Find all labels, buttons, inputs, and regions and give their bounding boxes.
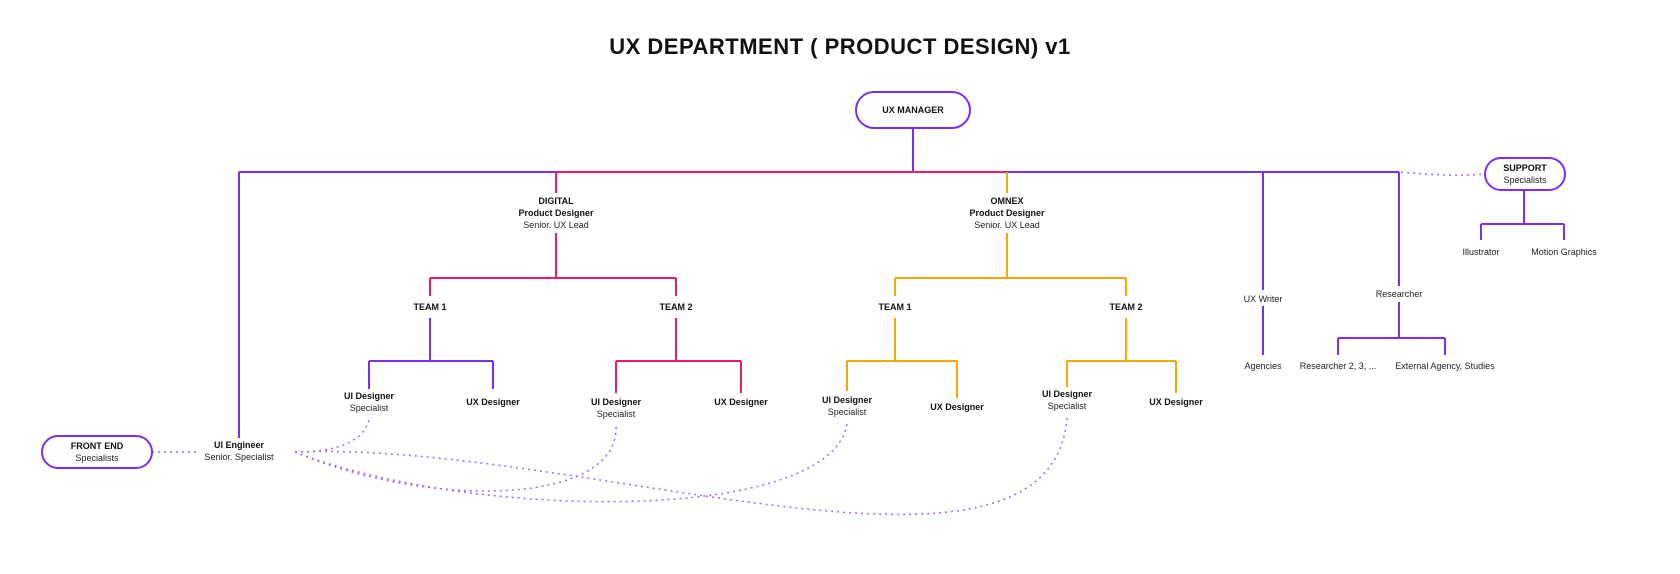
digital-level: Senior. UX Lead <box>523 220 589 230</box>
ux-manager-label: UX MANAGER <box>882 105 944 115</box>
support-sub: Specialists <box>1503 175 1547 185</box>
dotted-to-o1-ui <box>294 423 848 503</box>
digital-team1-label[interactable]: TEAM 1 <box>410 300 450 314</box>
omnex-team1-branch <box>846 318 958 398</box>
d2-ui-designer[interactable]: UI Designer Specialist <box>587 395 645 421</box>
d1-ui-designer-sub: Specialist <box>349 403 389 413</box>
illustrator-label: Illustrator <box>1459 245 1503 259</box>
omnex-branch <box>894 233 1127 296</box>
digital-branch <box>429 233 677 296</box>
external-agency-label[interactable]: External Agency, Studies <box>1392 359 1498 373</box>
omnex-role: Product Designer <box>969 208 1045 218</box>
d2-ui-designer-label: UI Designer <box>590 397 642 407</box>
ui-engineer-sub: Senior. Specialist <box>204 452 274 462</box>
d2-ui-designer-sub: Specialist <box>596 409 636 419</box>
agencies-label[interactable]: Agencies <box>1241 359 1285 373</box>
front-end-label: FRONT END <box>70 441 124 451</box>
support-branch <box>1480 190 1565 240</box>
digital-team1-branch <box>368 318 494 389</box>
o1-ui-designer-label: UI Designer <box>821 395 873 405</box>
front-end-sub: Specialists <box>75 453 119 463</box>
o2-ui-designer[interactable]: UI Designer Specialist <box>1038 387 1096 413</box>
motion-graphics-label: Motion Graphics <box>1528 245 1600 259</box>
support-dotted <box>1400 171 1485 176</box>
ui-engineer-node[interactable]: UI Engineer Senior. Specialist <box>201 438 277 464</box>
researcher-branch <box>1337 302 1446 355</box>
support-label: SUPPORT <box>1503 163 1547 173</box>
dotted-to-d1-ui <box>294 419 370 453</box>
omnex-team1-label[interactable]: TEAM 1 <box>875 300 915 314</box>
researcher-label[interactable]: Researcher <box>1372 287 1426 301</box>
d1-ui-designer-label: UI Designer <box>343 391 395 401</box>
omnex-title: OMNEX <box>990 196 1024 206</box>
omnex-level: Senior. UX Lead <box>974 220 1040 230</box>
o1-ui-designer-sub: Specialist <box>827 407 867 417</box>
digital-role: Product Designer <box>518 208 594 218</box>
ux-manager-node[interactable]: UX MANAGER <box>855 91 971 129</box>
omnex-team2-branch <box>1066 318 1177 393</box>
support-node[interactable]: SUPPORT Specialists <box>1484 157 1566 191</box>
o2-ux-designer[interactable]: UX Designer <box>1146 395 1206 409</box>
ui-engineer-label: UI Engineer <box>213 440 265 450</box>
o2-ui-designer-sub: Specialist <box>1047 401 1087 411</box>
o1-ui-designer[interactable]: UI Designer Specialist <box>818 393 876 419</box>
front-end-node[interactable]: FRONT END Specialists <box>41 435 153 469</box>
digital-team2-label[interactable]: TEAM 2 <box>656 300 696 314</box>
dotted-to-o2-ui <box>294 417 1068 516</box>
digital-title: DIGITAL <box>538 196 574 206</box>
d1-ui-designer[interactable]: UI Designer Specialist <box>340 389 398 415</box>
o1-ux-designer[interactable]: UX Designer <box>927 400 987 414</box>
d2-ux-designer[interactable]: UX Designer <box>711 395 771 409</box>
ux-writer-label[interactable]: UX Writer <box>1240 292 1286 306</box>
page-title: UX DEPARTMENT ( PRODUCT DESIGN) v1 <box>609 34 1071 59</box>
omnex-team2-label[interactable]: TEAM 2 <box>1106 300 1146 314</box>
digital-team2-branch <box>615 318 742 393</box>
d1-ux-designer[interactable]: UX Designer <box>463 395 523 409</box>
o2-ui-designer-label: UI Designer <box>1041 389 1093 399</box>
omnex-node[interactable]: OMNEX Product Designer Senior. UX Lead <box>966 194 1048 232</box>
digital-node[interactable]: DIGITAL Product Designer Senior. UX Lead <box>515 194 597 232</box>
researcher-2-label[interactable]: Researcher 2, 3, ... <box>1296 359 1380 373</box>
dotted-to-d2-ui <box>294 425 617 492</box>
